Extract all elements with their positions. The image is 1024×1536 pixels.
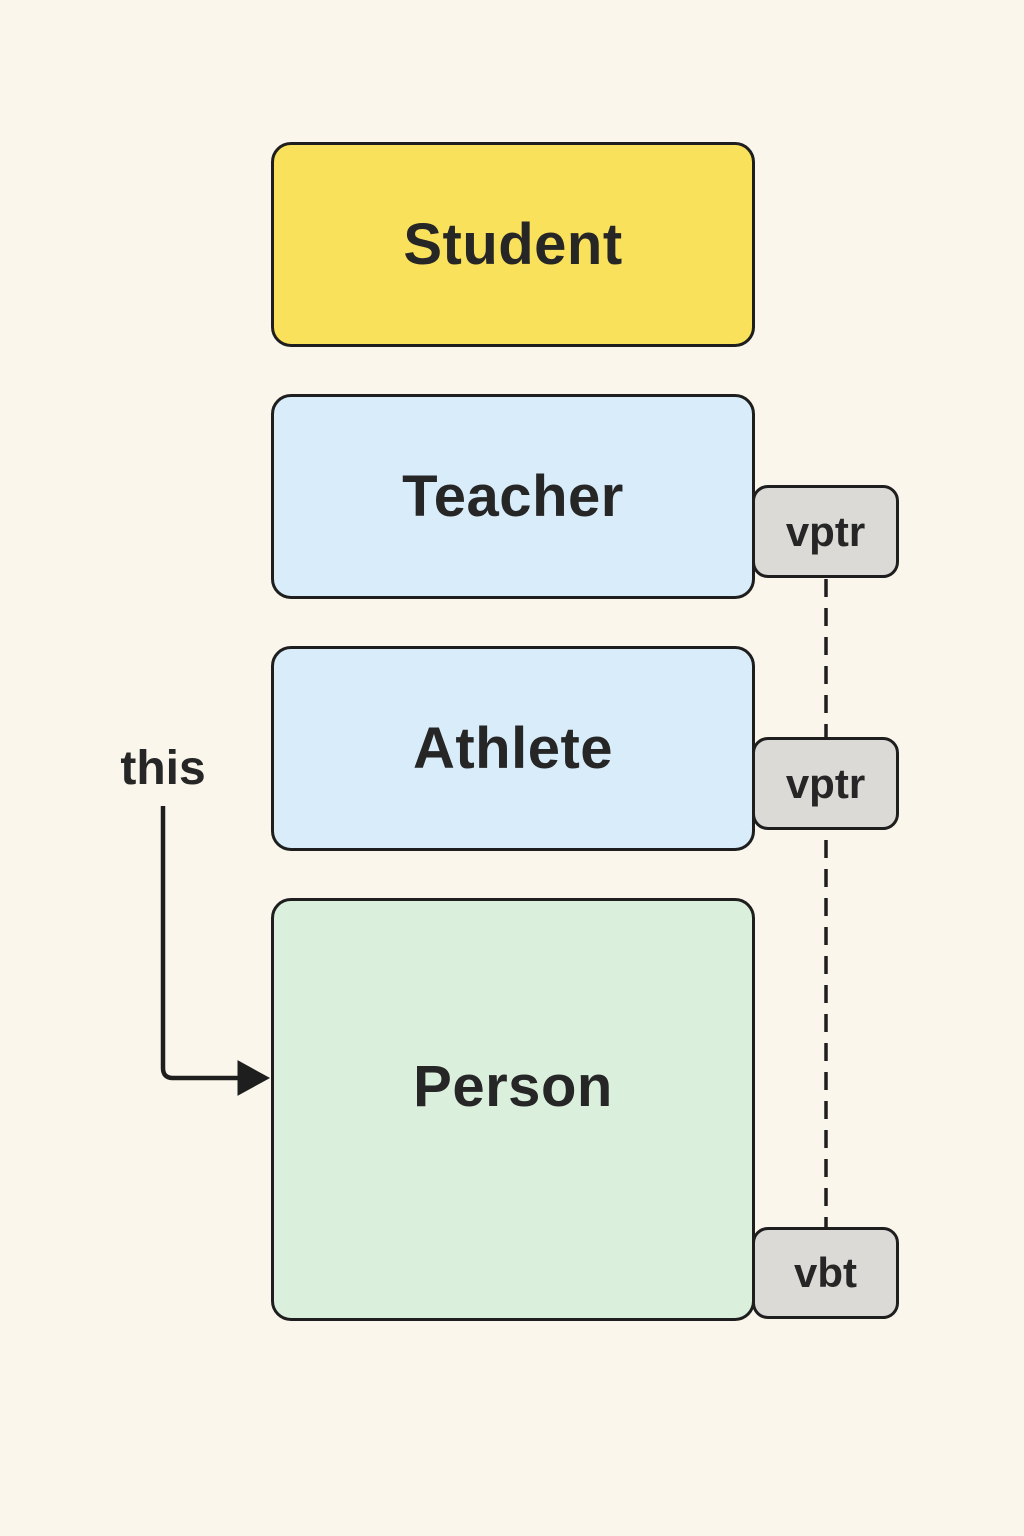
tag-teacher-vptr-label: vptr bbox=[785, 507, 866, 555]
tag-athlete-vptr: vptr bbox=[752, 737, 899, 830]
box-person: Person bbox=[271, 898, 755, 1321]
tag-athlete-vptr-label: vptr bbox=[785, 759, 866, 807]
box-athlete-label: Athlete bbox=[412, 716, 614, 781]
this-pointer-arrowhead-icon bbox=[237, 1060, 271, 1096]
tag-person-vbt-label: vbt bbox=[794, 1249, 857, 1296]
box-teacher: Teacher bbox=[271, 394, 755, 599]
tag-person-vbt: vbt bbox=[752, 1227, 899, 1319]
this-pointer-label: this bbox=[120, 742, 206, 795]
tag-teacher-vptr: vptr bbox=[752, 485, 899, 578]
box-athlete: Athlete bbox=[271, 646, 755, 851]
box-student: Student bbox=[271, 142, 755, 347]
box-person-label: Person bbox=[413, 1054, 613, 1119]
this-pointer-arrow-line bbox=[160, 806, 240, 1081]
box-teacher-label: Teacher bbox=[402, 464, 624, 529]
box-student-label: Student bbox=[403, 212, 623, 277]
